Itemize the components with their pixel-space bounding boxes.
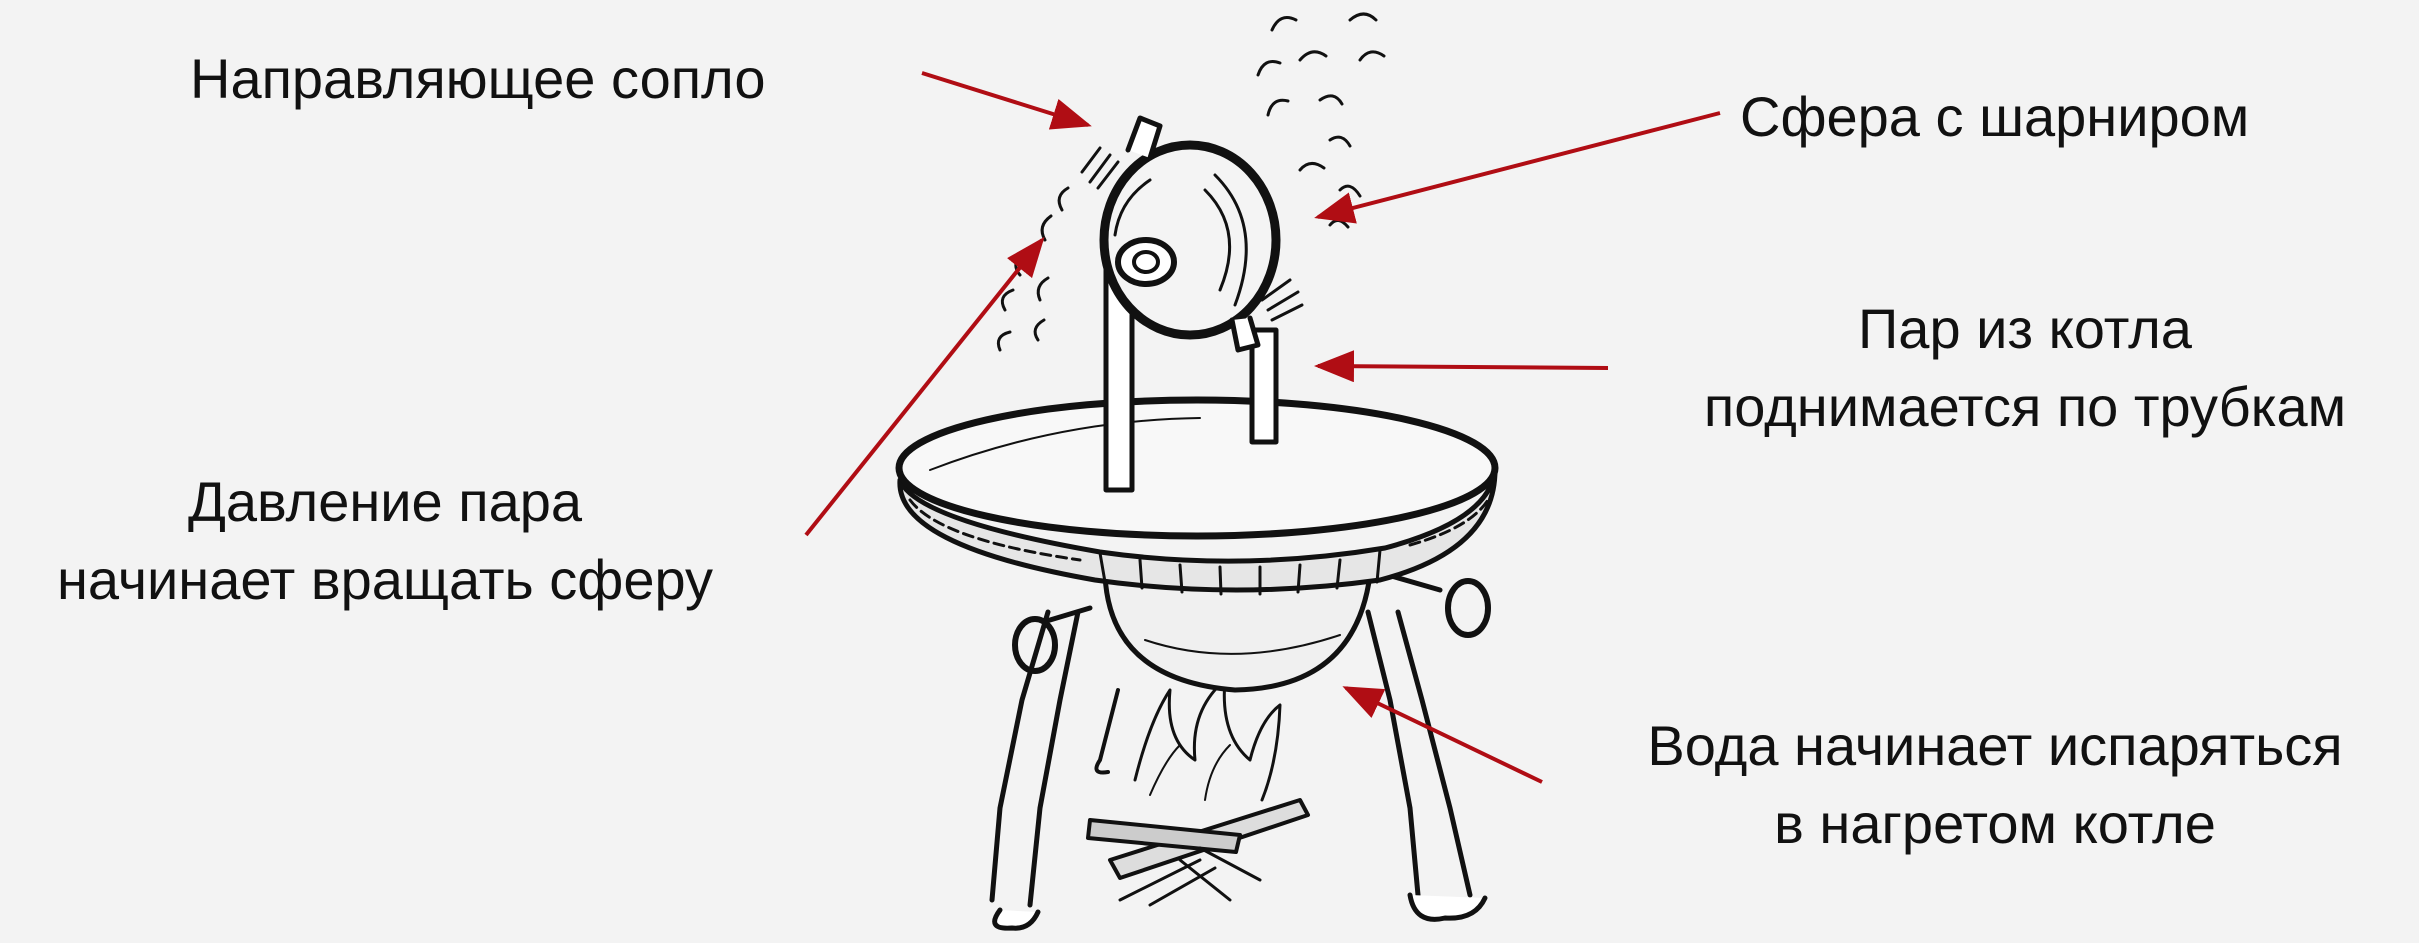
label-sphere: Сфера с шарниром <box>1740 78 2249 156</box>
label-steam-pressure-line-1: Давление пара <box>0 463 770 541</box>
arrow-nozzle <box>922 73 1088 125</box>
label-steam-rise-line-2: поднимается по трубкам <box>1655 368 2395 446</box>
basin-top <box>899 400 1495 536</box>
label-steam-pressure: Давление пара начинает вращать сферу <box>0 463 770 619</box>
label-water-boil-line-2: в нагретом котле <box>1595 785 2395 863</box>
arrow-steam-rise <box>1318 366 1608 368</box>
label-nozzle: Направляющее сопло <box>190 40 766 118</box>
arrow-sphere <box>1318 113 1720 217</box>
steam-puffs-left <box>998 188 1068 350</box>
label-nozzle-line: Направляющее сопло <box>190 40 766 118</box>
steam-puffs-right <box>1258 14 1384 227</box>
label-sphere-line: Сфера с шарниром <box>1740 78 2249 156</box>
arrow-water-boil <box>1346 688 1542 782</box>
label-steam-pressure-line-2: начинает вращать сферу <box>0 541 770 619</box>
aeolipile-illustration <box>899 14 1495 928</box>
fire-icon <box>1088 680 1308 905</box>
label-steam-rise-line-1: Пар из котла <box>1655 290 2395 368</box>
label-water-boil-line-1: Вода начинает испаряться <box>1595 707 2395 785</box>
label-water-boil: Вода начинает испаряться в нагретом котл… <box>1595 707 2395 863</box>
right-ring-handle <box>1448 581 1488 635</box>
label-steam-rise: Пар из котла поднимается по трубкам <box>1655 290 2395 446</box>
